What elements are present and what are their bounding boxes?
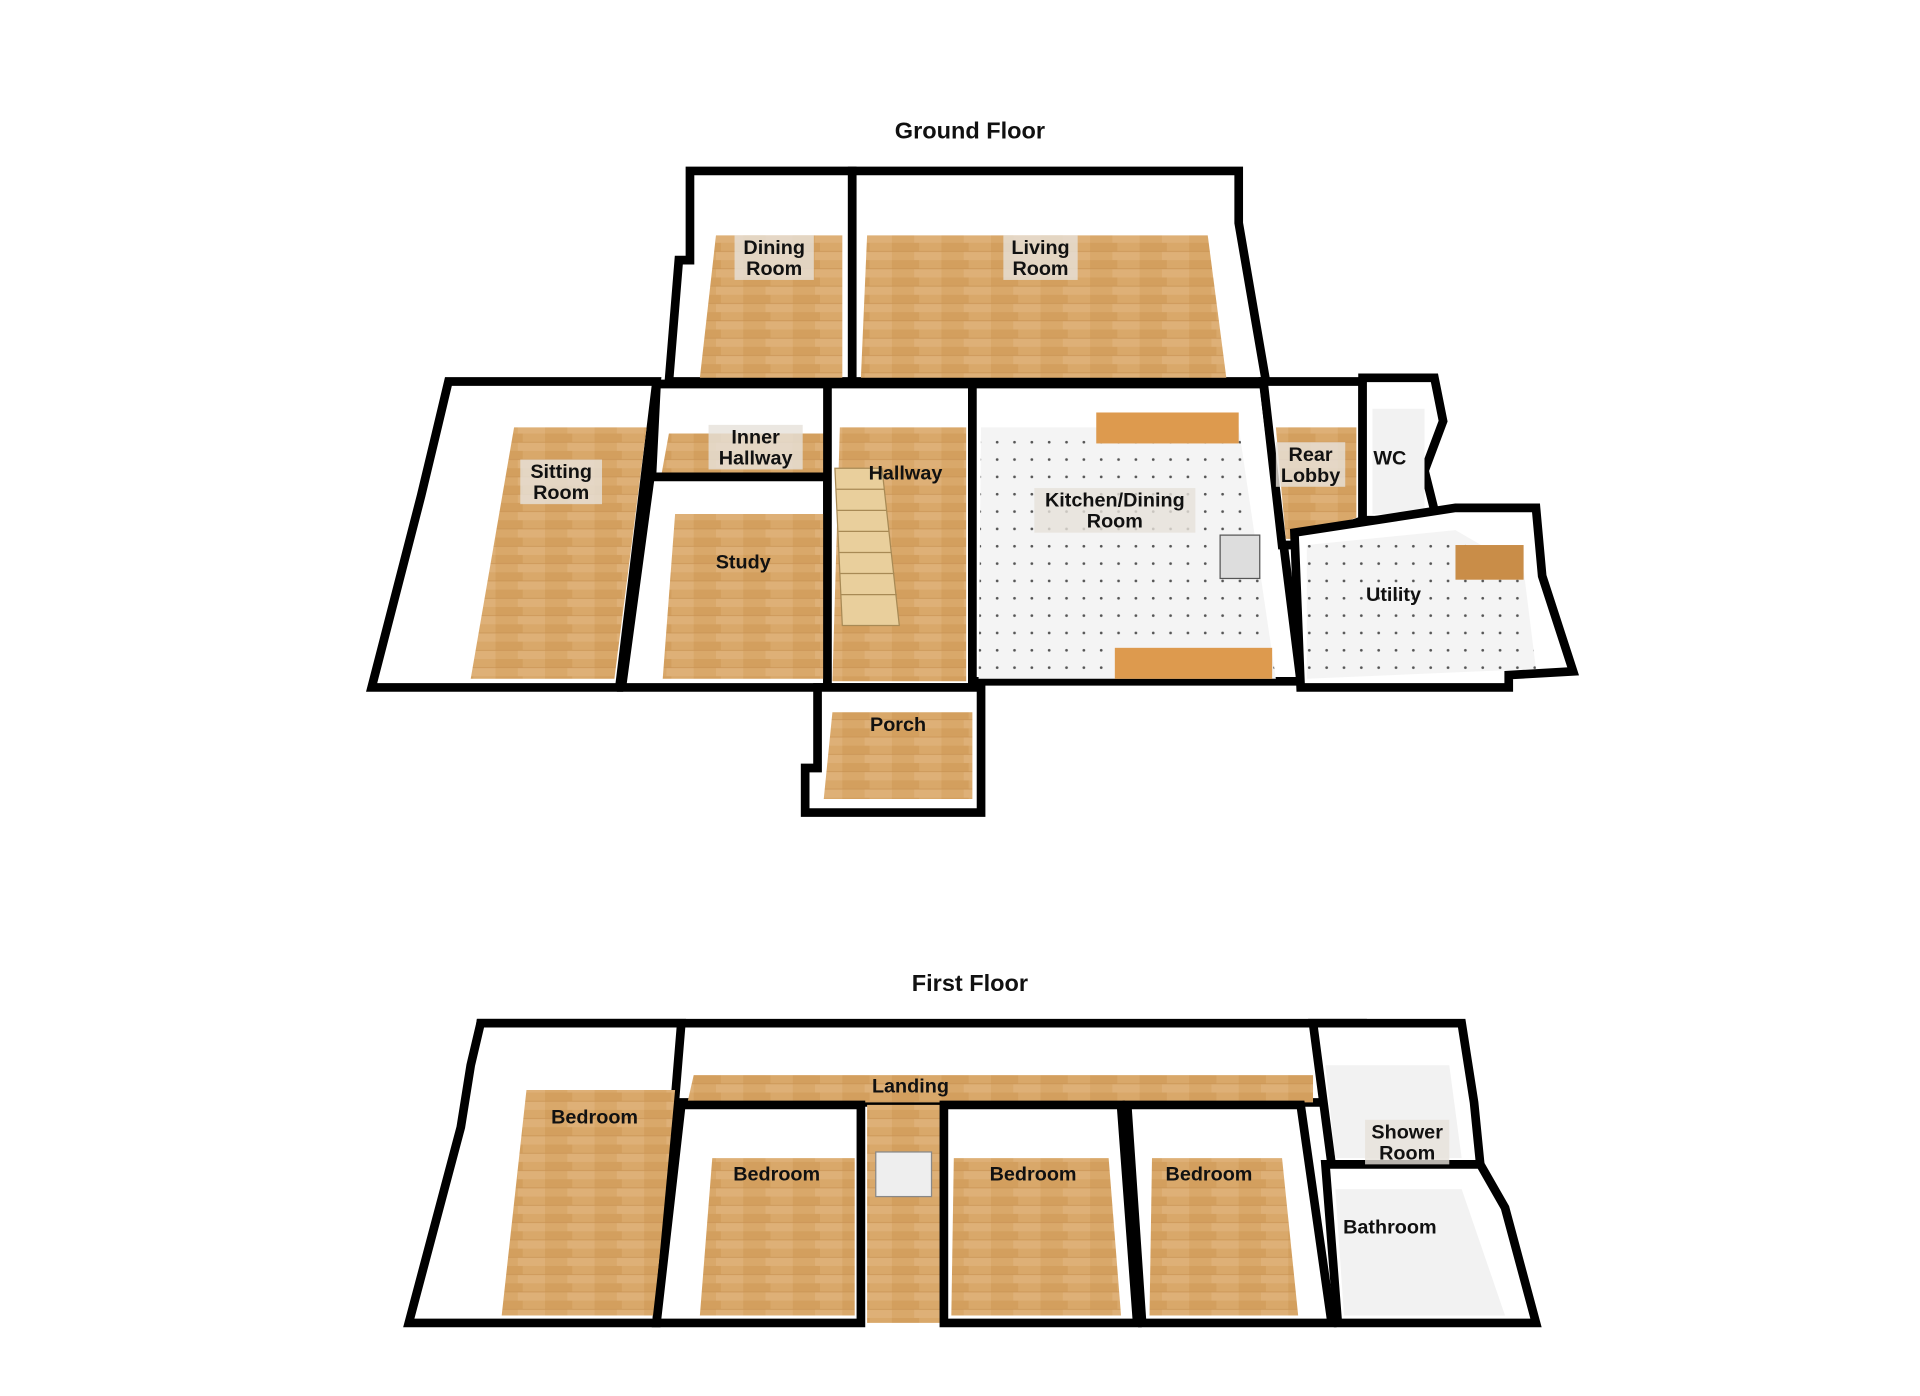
label-porch: Porch [870, 714, 926, 736]
room-porch [800, 683, 986, 817]
room-bedroom-3 [939, 1100, 1142, 1328]
room-sitting [366, 377, 662, 692]
label-landing: Landing [872, 1076, 949, 1098]
room-bedroom-4 [1122, 1100, 1337, 1328]
label-bedroom-2: Bedroom [733, 1163, 820, 1185]
staircase-first-floor [875, 1151, 933, 1198]
room-hallway [823, 379, 977, 692]
staircase [834, 467, 900, 627]
label-bedroom-4: Bedroom [1166, 1163, 1253, 1185]
room-wc [1358, 373, 1448, 525]
label-wc: WC [1373, 448, 1406, 470]
label-bathroom: Bathroom [1343, 1217, 1436, 1239]
utility-door [1455, 545, 1524, 580]
room-utility [1289, 503, 1580, 692]
label-hallway: Hallway [869, 462, 943, 484]
room-study [616, 472, 832, 692]
label-study: Study [716, 552, 771, 574]
room-bedroom-2 [651, 1100, 866, 1328]
room-bathroom [1320, 1160, 1542, 1328]
room-stairs-landing [867, 1104, 942, 1323]
ground-floor-title: Ground Floor [895, 118, 1045, 144]
first-floor-title: First Floor [912, 970, 1028, 996]
kitchen-counter-bottom [1114, 647, 1273, 679]
label-utility: Utility [1366, 584, 1421, 606]
label-bedroom-1: Bedroom [551, 1106, 638, 1128]
kitchen-counter-top [1096, 412, 1239, 444]
label-bedroom-3: Bedroom [990, 1163, 1077, 1185]
room-bedroom-1 [403, 1018, 687, 1328]
cooker-icon [1219, 534, 1261, 580]
